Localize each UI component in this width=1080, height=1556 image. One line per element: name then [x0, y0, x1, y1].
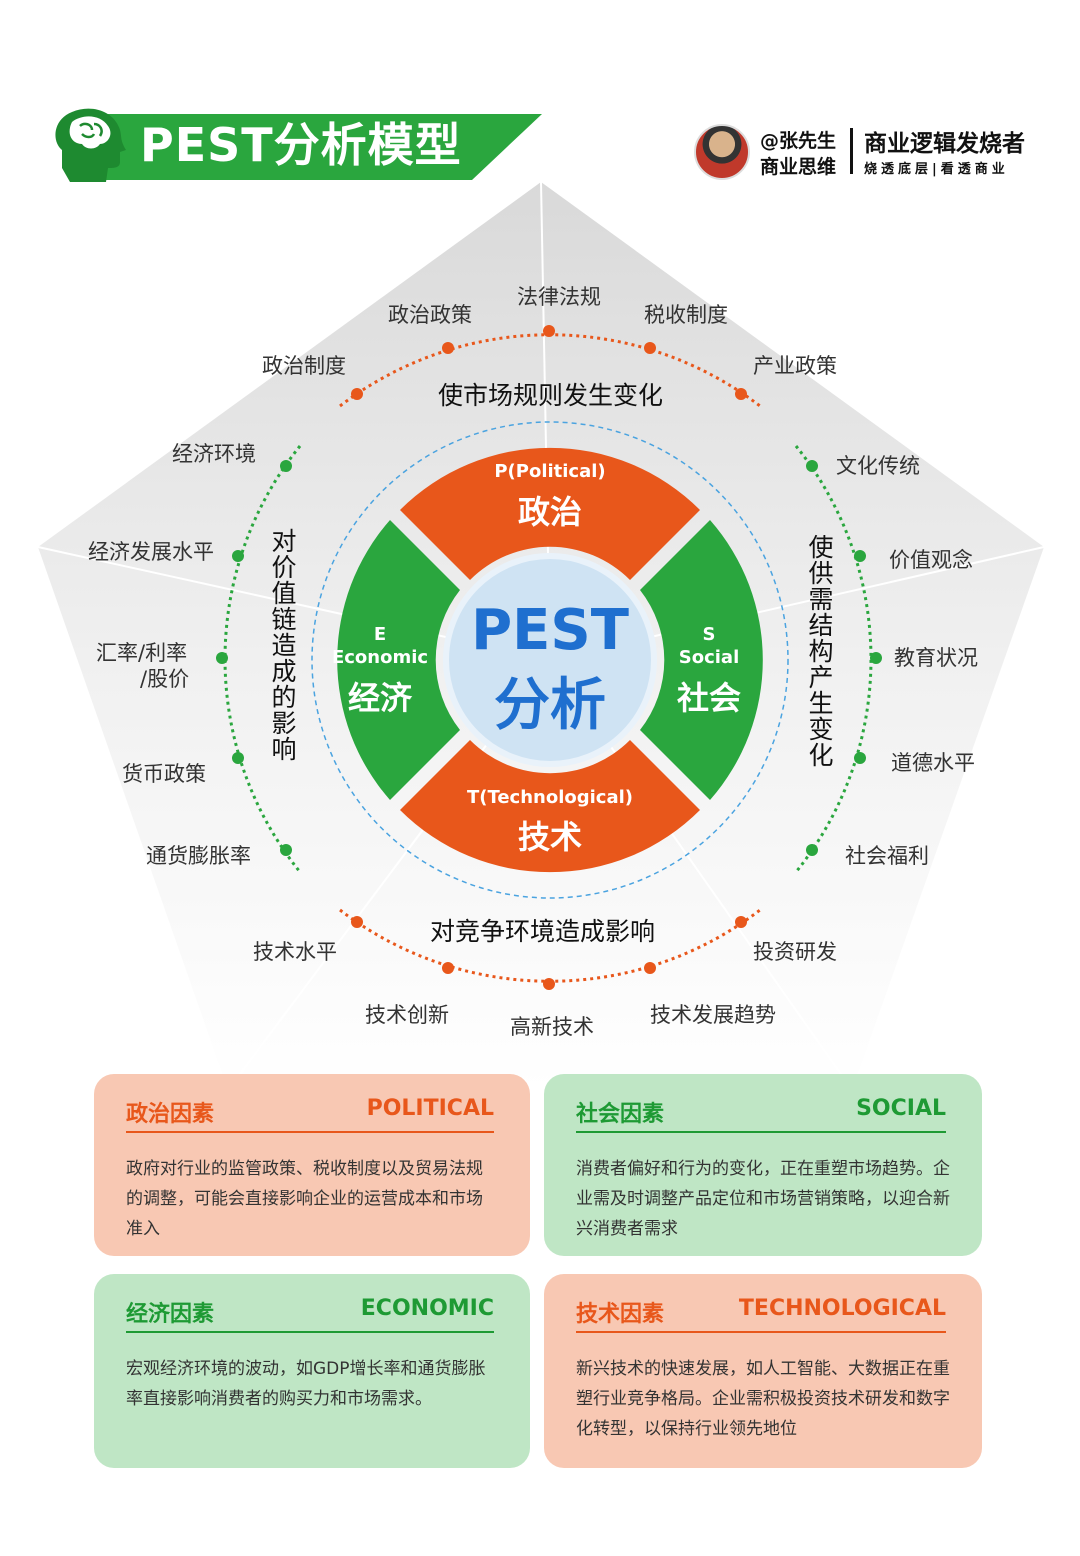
economic-cn-label: 经济 — [347, 679, 412, 717]
title-banner — [92, 114, 542, 180]
author-name: @张先生 — [760, 130, 837, 152]
economic-letter: E — [373, 624, 387, 645]
technological-cn-label: 技术 — [517, 818, 582, 856]
factor-political: 政治政策 — [388, 303, 472, 327]
arc-social — [794, 445, 873, 873]
pest-diagram — [37, 181, 1045, 1091]
card-en-title: POLITICAL — [366, 1096, 494, 1121]
caption-political: 使市场规则发生变化 — [438, 381, 664, 410]
segment-social — [640, 520, 763, 800]
social-cn-label: 社会 — [676, 679, 741, 717]
card-social: 社会因素 SOCIAL 消费者偏好和行为的变化，正在重塑市场趋势。企业需及时调整… — [544, 1074, 982, 1256]
card-political: 政治因素 POLITICAL 政府对行业的监管政策、税收制度以及贸易法规的调整，… — [94, 1074, 530, 1256]
political-cn-label: 政治 — [517, 493, 582, 531]
core-subtitle: 分析 — [494, 673, 606, 738]
card-en-title: TECHNOLOGICAL — [738, 1296, 946, 1321]
brand-slogan: 烧透底层|看透商业 — [864, 162, 1009, 177]
pest-ring — [337, 447, 763, 873]
segment-economic — [337, 520, 460, 800]
factor-technological: 技术发展趋势 — [650, 1003, 776, 1027]
card-title: 经济因素 — [126, 1302, 215, 1327]
political-en-label: P(Political) — [494, 461, 606, 482]
factor-economic: 货币政策 — [122, 762, 206, 786]
factor-political: 政治制度 — [262, 354, 346, 378]
card-divider — [126, 1131, 494, 1133]
factor-technological: 投资研发 — [753, 940, 837, 964]
caption-social: 使供需结构产生变化 — [805, 534, 834, 768]
page-title: PEST分析模型 — [140, 118, 462, 172]
factor-social: 教育状况 — [894, 646, 978, 670]
card-title: 政治因素 — [126, 1102, 215, 1127]
segment-technological — [400, 740, 700, 873]
card-technological: 技术因素 TECHNOLOGICAL 新兴技术的快速发展，如人工智能、大数据正在… — [544, 1274, 982, 1468]
factor-economic: 经济环境 — [172, 442, 256, 466]
factor-political: 法律法规 — [517, 285, 601, 309]
factor-social: 社会福利 — [845, 844, 929, 868]
card-title: 技术因素 — [576, 1302, 665, 1327]
factor-technological: 高新技术 — [510, 1015, 594, 1039]
card-body: 宏观经济环境的波动，如GDP增长率和通货膨胀率直接影响消费者的购买力和市场需求。 — [126, 1359, 486, 1409]
card-divider — [576, 1331, 946, 1333]
divider — [850, 128, 853, 174]
factor-technological: 技术水平 — [253, 940, 337, 964]
factor-economic: 经济发展水平 — [88, 540, 214, 564]
core-title: PEST — [471, 598, 629, 663]
factor-political: 税收制度 — [644, 303, 728, 327]
card-title: 社会因素 — [576, 1102, 665, 1127]
economic-en-label: Economic — [331, 647, 429, 668]
card-en-title: ECONOMIC — [360, 1296, 494, 1321]
avatar — [694, 124, 750, 180]
card-en-title: SOCIAL — [856, 1096, 946, 1121]
head-brain-icon — [55, 108, 126, 182]
factor-social: 道德水平 — [891, 751, 975, 775]
factor-social: 文化传统 — [836, 454, 920, 478]
card-body: 消费者偏好和行为的变化，正在重塑市场趋势。企业需及时调整产品定位和市场营销策略，… — [576, 1159, 950, 1239]
dashed-ring — [311, 421, 789, 899]
technological-en-label: T(Technological) — [466, 787, 634, 808]
political-dots — [351, 325, 747, 400]
core-circle — [443, 553, 657, 767]
social-letter: S — [702, 624, 716, 645]
author-subtitle: 商业思维 — [760, 156, 837, 178]
economic-dots — [216, 460, 292, 856]
technological-dots — [351, 916, 747, 990]
social-en-label: Social — [678, 647, 740, 668]
card-divider — [126, 1331, 494, 1333]
factor-economic: 汇率/利率 — [96, 641, 188, 665]
factor-political: 产业政策 — [753, 354, 837, 378]
card-economic: 经济因素 ECONOMIC 宏观经济环境的波动，如GDP增长率和通货膨胀率直接影… — [94, 1274, 530, 1468]
caption-economic: 对价值链造成的影响 — [268, 528, 297, 762]
author-badge: @张先生 商业思维 商业逻辑发烧者 烧透底层|看透商业 — [694, 122, 1064, 182]
social-dots — [806, 460, 882, 856]
card-body: 政府对行业的监管政策、税收制度以及贸易法规的调整，可能会直接影响企业的运营成本和… — [126, 1159, 483, 1239]
factor-social: 价值观念 — [889, 548, 973, 572]
segment-political — [400, 447, 700, 580]
factor-economic: 通货膨胀率 — [146, 844, 251, 868]
factor-economic: /股价 — [140, 667, 190, 691]
arc-economic — [223, 445, 302, 873]
factor-technological: 技术创新 — [365, 1003, 449, 1027]
brand-name: 商业逻辑发烧者 — [864, 131, 1025, 157]
caption-technological: 对竞争环境造成影响 — [430, 917, 656, 946]
card-body: 新兴技术的快速发展，如人工智能、大数据正在重塑行业竞争格局。企业需积极投资技术研… — [576, 1359, 950, 1439]
card-divider — [576, 1131, 946, 1133]
